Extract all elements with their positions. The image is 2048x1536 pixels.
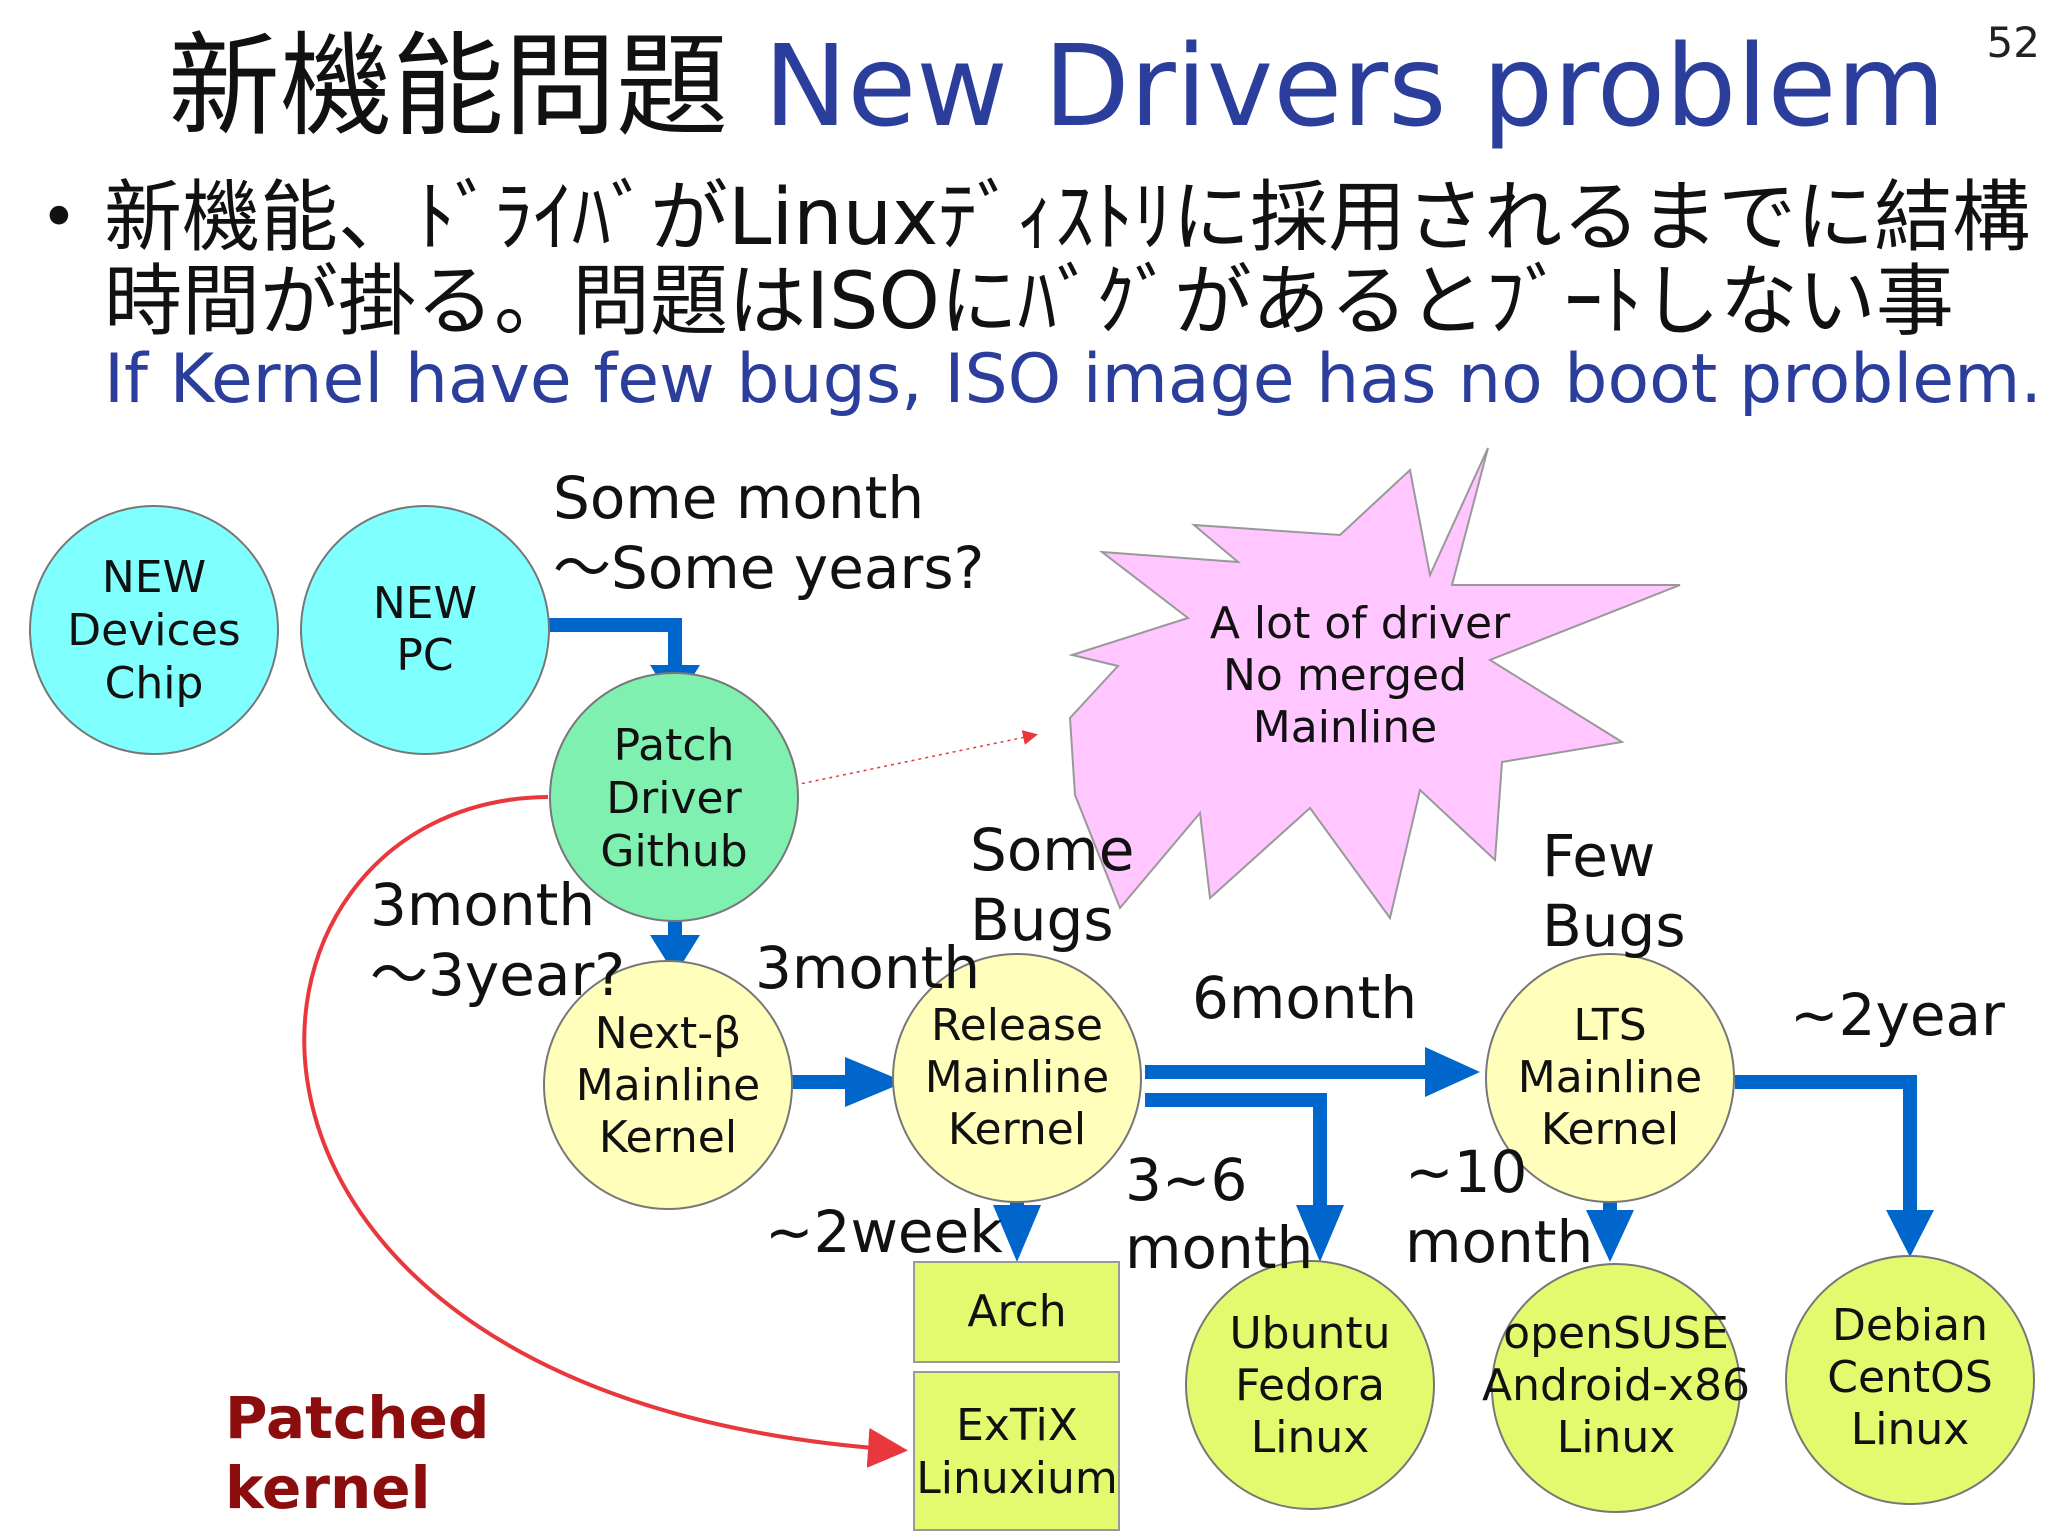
svg-text:Kernel: Kernel [1541, 1104, 1679, 1155]
label-some-month: Some month [553, 464, 924, 532]
label-3month-a: 3month [370, 871, 595, 939]
head-lts-to-debian [1886, 1210, 1934, 1257]
title-english: New Drivers problem [763, 22, 1946, 152]
svg-text:Fedora: Fedora [1235, 1360, 1385, 1411]
svg-text:Ubuntu: Ubuntu [1229, 1308, 1390, 1359]
node-debian-centos: Debian CentOS Linux [1785, 1255, 2035, 1505]
svg-text:Linux: Linux [1557, 1412, 1676, 1463]
arrow-release-to-ubuntu [1145, 1093, 1327, 1210]
svg-text:PC: PC [396, 630, 453, 681]
bullet-marker: • [40, 181, 78, 255]
svg-text:Mainline: Mainline [576, 1060, 760, 1111]
title-japanese: 新機能問題 [168, 22, 728, 152]
burst-text: A lot of driver No merged Mainline [1210, 598, 1511, 753]
svg-text:Patch: Patch [614, 720, 735, 771]
slide-title: 新機能問題 New Drivers problem [168, 25, 1946, 149]
svg-text:Linux: Linux [1851, 1404, 1970, 1455]
svg-text:Devices: Devices [67, 605, 240, 656]
label-patched: Patched [225, 1384, 489, 1452]
label-few: Few [1542, 822, 1655, 890]
node-lts-mainline: LTS Mainline Kernel [1485, 953, 1735, 1203]
head-release-to-arch [993, 1205, 1041, 1262]
svg-text:Mainline: Mainline [1518, 1052, 1702, 1103]
burst-line-1: A lot of driver [1210, 598, 1511, 649]
svg-text:Android-x86: Android-x86 [1482, 1360, 1750, 1411]
dotted-arrow [794, 730, 1038, 786]
arrow-lts-to-debian [1735, 1075, 1917, 1215]
label-10: ~10 [1405, 1138, 1527, 1206]
head-lts-to-opensuse [1586, 1210, 1634, 1262]
label-kernel: kernel [225, 1454, 430, 1522]
label-some-years: ～Some years? [553, 534, 984, 602]
label-month-a: month [1125, 1214, 1313, 1282]
arrow-pc-to-patch [548, 618, 682, 670]
label-bugs-b: Bugs [1542, 892, 1686, 960]
svg-text:Mainline: Mainline [925, 1052, 1109, 1103]
svg-text:openSUSE: openSUSE [1503, 1308, 1729, 1359]
bullet-line-1: 新機能、ﾄﾞﾗｲﾊﾞがLinuxﾃﾞｨｽﾄﾘに採用されるまでに結構 [104, 173, 2031, 263]
head-release-to-lts [1425, 1047, 1480, 1097]
node-opensuse-android: openSUSE Android-x86 Linux [1482, 1263, 1750, 1513]
page-number: 52 [1986, 18, 2040, 67]
node-next-beta: Next-β Mainline Kernel [543, 960, 793, 1210]
svg-text:Linuxium: Linuxium [916, 1453, 1118, 1504]
svg-text:Kernel: Kernel [948, 1104, 1086, 1155]
label-2week: ~2week [765, 1198, 1003, 1266]
bullet-text: 新機能、ﾄﾞﾗｲﾊﾞがLinuxﾃﾞｨｽﾄﾘに採用されるまでに結構 時間が掛る。… [104, 176, 2030, 344]
node-arch: Arch [913, 1261, 1120, 1363]
label-3month-b: 3month [755, 934, 980, 1002]
node-ubuntu-fedora: Ubuntu Fedora Linux [1185, 1260, 1435, 1510]
node-extix-linuxium: ExTiX Linuxium [913, 1371, 1120, 1531]
svg-text:Driver: Driver [606, 773, 742, 824]
head-next-to-release [845, 1057, 905, 1107]
svg-text:Chip: Chip [105, 658, 204, 709]
label-2year: ~2year [1790, 981, 2005, 1049]
svg-text:Kernel: Kernel [599, 1112, 737, 1163]
label-6month: 6month [1192, 964, 1417, 1032]
svg-text:ExTiX: ExTiX [956, 1400, 1078, 1451]
head-patch-to-next [650, 935, 700, 975]
svg-text:Release: Release [931, 1000, 1103, 1051]
svg-text:Arch: Arch [967, 1286, 1066, 1337]
burst-line-2: No merged [1223, 650, 1467, 701]
node-release-mainline: Release Mainline Kernel [892, 953, 1142, 1203]
label-3-6: 3~6 [1125, 1146, 1247, 1214]
label-some: Some [970, 816, 1134, 884]
patched-kernel-arrow [302, 795, 908, 1468]
node-patch-driver: Patch Driver Github [549, 672, 799, 922]
svg-text:CentOS: CentOS [1827, 1352, 1993, 1403]
bullet-line-2: 時間が掛る。問題はISOにﾊﾞｸﾞがあるとﾌﾞｰﾄしない事 [104, 257, 1954, 347]
label-3year: ～3year? [370, 941, 625, 1009]
svg-text:Linux: Linux [1251, 1412, 1370, 1463]
svg-text:NEW: NEW [102, 552, 206, 603]
bullet-english: If Kernel have few bugs, ISO image has n… [104, 340, 2042, 419]
svg-text:Next-β: Next-β [595, 1008, 741, 1059]
burst-shape [1068, 447, 1681, 921]
svg-text:Github: Github [600, 826, 747, 877]
svg-text:Debian: Debian [1832, 1300, 1988, 1351]
burst-line-3: Mainline [1253, 702, 1437, 753]
node-new-devices-chip: NEW Devices Chip [29, 505, 279, 755]
label-bugs-a: Bugs [970, 886, 1114, 954]
svg-text:LTS: LTS [1573, 1000, 1646, 1051]
head-release-to-ubuntu [1296, 1205, 1344, 1262]
label-month-b: month [1405, 1208, 1593, 1276]
svg-text:NEW: NEW [373, 578, 477, 629]
node-new-pc: NEW PC [300, 505, 550, 755]
